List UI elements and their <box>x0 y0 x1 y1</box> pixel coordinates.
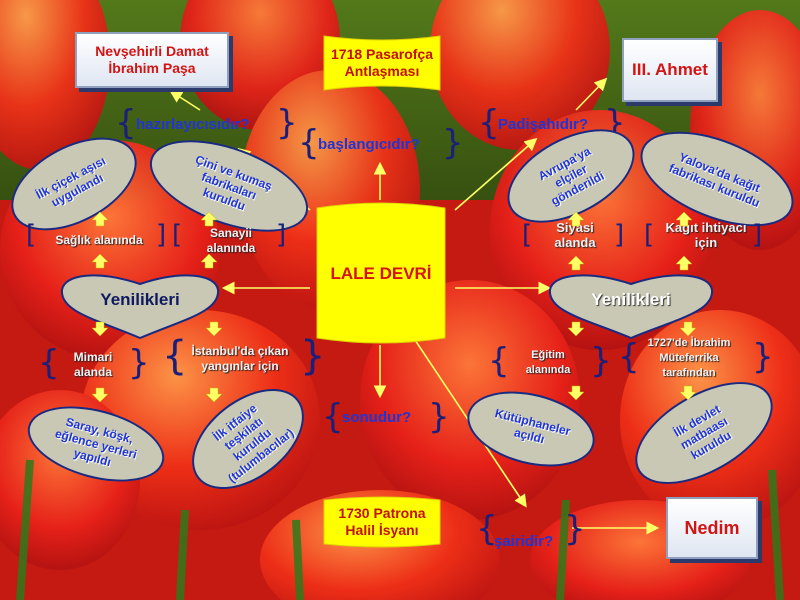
bracket-right: } <box>428 397 450 437</box>
bracket-left: { <box>298 123 320 163</box>
label-mimari: Mimari alanda <box>73 350 113 379</box>
label-yanginlar: İstanbul'da çıkan yangınlar için <box>191 344 289 373</box>
start-event-text: 1718 Pasarofça Antlaşması <box>331 46 433 79</box>
bracket-left: [ <box>644 220 655 250</box>
bracket-left: { <box>618 337 640 377</box>
person-card-ibrahim-pasa: Nevşehirli Damat İbrahim Paşa <box>75 32 229 88</box>
heart-label: Yenilikleri <box>100 290 180 309</box>
bracket-left: [ <box>26 220 37 250</box>
bracket-right: } <box>564 509 586 549</box>
bracket-left: { <box>162 333 188 379</box>
person-card-iii-ahmet: III. Ahmet <box>622 38 718 102</box>
bracket-right: } <box>300 333 326 379</box>
scroll-end-event: 1730 Patrona Halil İsyanı <box>318 494 446 550</box>
end-event-text: 1730 Patrona Halil İsyanı <box>338 505 426 538</box>
heart-label: Yenilikleri <box>591 290 671 309</box>
label-saglik: Sağlık alanında <box>55 233 143 247</box>
bracket-left: [ <box>522 220 533 250</box>
question-sair: şairidir? <box>494 533 554 550</box>
person-name: III. Ahmet <box>632 60 708 79</box>
bracket-right: ] <box>752 220 763 250</box>
label-egitim: Eğitim alanında <box>525 349 571 376</box>
bracket-left: { <box>488 341 510 381</box>
question-hazirlayici: hazırlayıcısıdır? <box>136 116 250 133</box>
bracket-right: } <box>752 337 774 377</box>
question-padisah: Padişahıdır? <box>498 116 589 133</box>
bracket-left: { <box>115 103 137 143</box>
bracket-right: ] <box>614 220 625 250</box>
label-sanayi: Sanayii alanında <box>206 226 256 255</box>
heart-yenilikleri-right: Yenilikleri <box>546 268 716 340</box>
bracket-right: } <box>128 343 150 383</box>
bracket-left: { <box>476 509 498 549</box>
question-baslangic: başlangıcıdır? <box>318 136 420 153</box>
bracket-left: { <box>38 343 60 383</box>
label-muteferrika: 1727'de İbrahim Müteferrika tarafından <box>647 337 731 379</box>
bracket-right: } <box>590 341 612 381</box>
question-sonu: sonudur? <box>342 409 412 426</box>
scroll-start-event: 1718 Pasarofça Antlaşması <box>318 32 446 94</box>
bracket-right: } <box>276 103 298 143</box>
person-name: Nevşehirli Damat İbrahim Paşa <box>95 43 209 76</box>
bracket-right: ] <box>276 220 287 250</box>
poet-card-nedim: Nedim <box>666 497 758 559</box>
poet-name: Nedim <box>684 517 740 538</box>
bracket-left: { <box>478 103 500 143</box>
label-siyasi: Siyasi alanda <box>554 220 596 250</box>
bracket-left: [ <box>172 220 183 250</box>
bracket-right: } <box>442 123 464 163</box>
scroll-center-title: LALE DEVRİ <box>313 198 449 348</box>
bracket-right: ] <box>156 220 167 250</box>
center-title: LALE DEVRİ <box>330 263 432 283</box>
bracket-left: { <box>322 397 344 437</box>
